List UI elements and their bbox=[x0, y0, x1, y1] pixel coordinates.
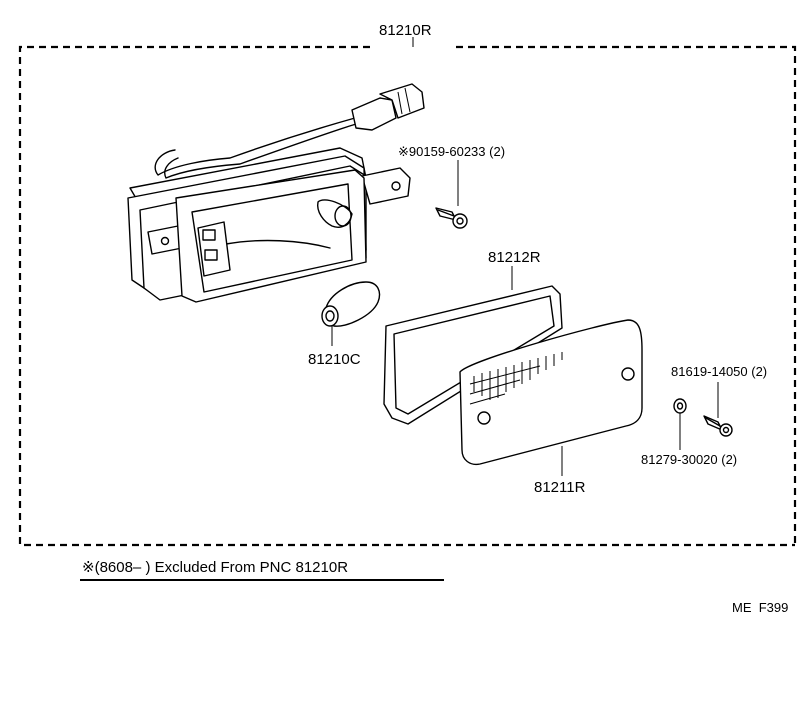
label-bulb: 81210C bbox=[308, 351, 361, 368]
bulb-81210c bbox=[321, 281, 381, 346]
assembly-boundary bbox=[18, 45, 797, 547]
label-screw-top: ※90159-60233 (2) bbox=[398, 144, 505, 159]
label-assembly: 81210R bbox=[379, 22, 432, 39]
label-washer: 81279-30020 (2) bbox=[641, 452, 737, 467]
footer-note: ※(8608– ) Excluded From PNC 81210R bbox=[82, 559, 348, 576]
washer-81279 bbox=[673, 398, 687, 450]
screw-81619 bbox=[703, 382, 733, 437]
label-lens: 81211R bbox=[534, 479, 586, 496]
diagram-code: ME F399 bbox=[732, 600, 788, 615]
label-screw-right: 81619-14050 (2) bbox=[671, 364, 767, 379]
screw-90159 bbox=[435, 160, 468, 229]
label-gasket: 81212R bbox=[488, 249, 541, 266]
lamp-housing bbox=[127, 83, 425, 303]
lens-81211r bbox=[459, 319, 643, 476]
